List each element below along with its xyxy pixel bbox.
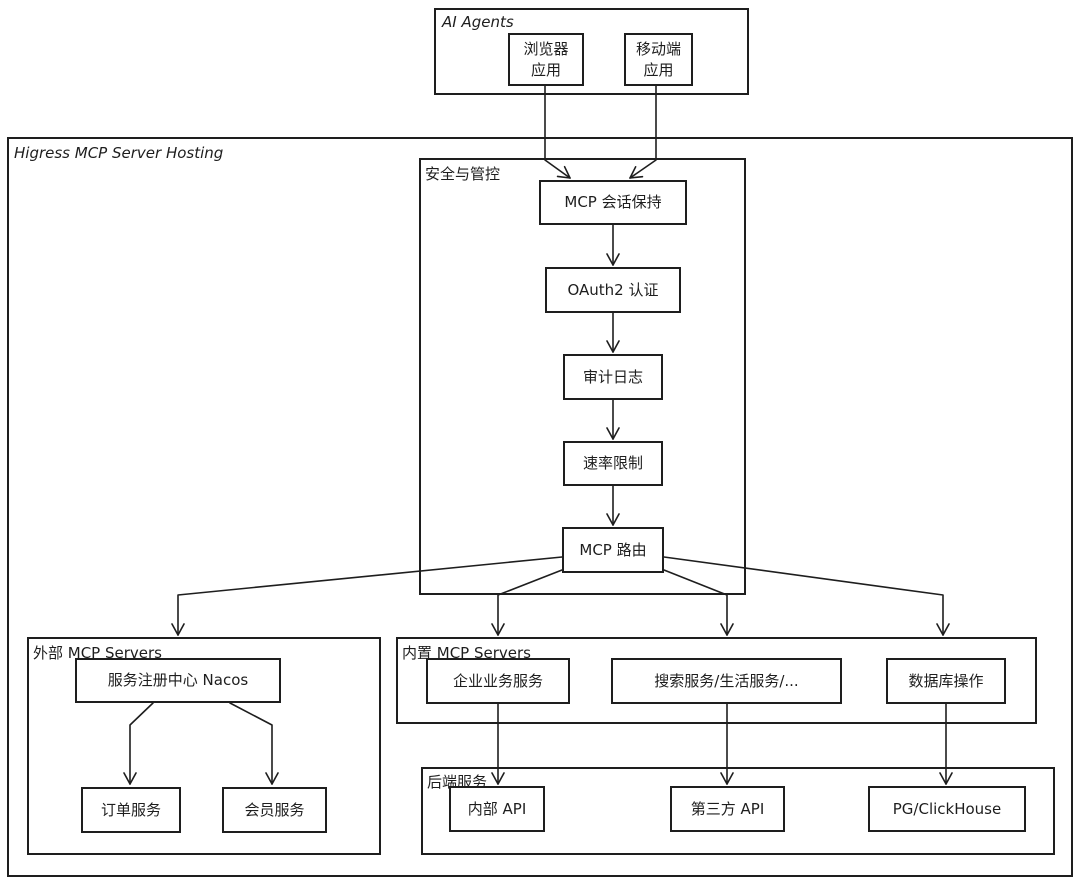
mobile-app-node: 移动端 应用	[624, 33, 693, 86]
db-ops-node: 数据库操作	[886, 658, 1006, 704]
third-party-api-node: 第三方 API	[670, 786, 785, 832]
nacos-label: 服务注册中心 Nacos	[107, 671, 249, 690]
search-service-label: 搜索服务/生活服务/...	[654, 671, 799, 690]
order-service-node: 订单服务	[81, 787, 181, 833]
internal-api-node: 内部 API	[449, 786, 545, 832]
db-ops-label: 数据库操作	[908, 671, 984, 690]
enterprise-service-node: 企业业务服务	[426, 658, 570, 704]
search-service-node: 搜索服务/生活服务/...	[611, 658, 842, 704]
pg-clickhouse-node: PG/ClickHouse	[868, 786, 1026, 832]
builtin-mcp-group-label: 内置 MCP Servers	[402, 644, 532, 662]
hosting-group-label: Higress MCP Server Hosting	[14, 144, 224, 162]
oauth-label: OAuth2 认证	[567, 280, 659, 299]
security-group-label: 安全与管控	[425, 165, 501, 183]
builtin-mcp-group	[396, 637, 1037, 724]
external-mcp-group-label: 外部 MCP Servers	[33, 644, 163, 662]
oauth-node: OAuth2 认证	[545, 267, 681, 313]
rate-limit-label: 速率限制	[582, 454, 643, 473]
security-group	[419, 158, 746, 595]
pg-clickhouse-label: PG/ClickHouse	[892, 799, 1002, 818]
internal-api-label: 内部 API	[467, 799, 527, 818]
ai-agents-group-label: AI Agents	[442, 13, 514, 31]
mcp-router-label: MCP 路由	[579, 540, 647, 559]
mobile-app-label: 移动端 应用	[635, 40, 681, 79]
backend-group	[421, 767, 1055, 855]
browser-app-node: 浏览器 应用	[508, 33, 584, 86]
hosting-group	[7, 137, 1073, 877]
audit-node: 审计日志	[563, 354, 663, 400]
audit-label: 审计日志	[582, 367, 643, 386]
nacos-node: 服务注册中心 Nacos	[75, 658, 281, 703]
member-service-label: 会员服务	[244, 800, 305, 819]
external-mcp-group	[27, 637, 381, 855]
third-party-api-label: 第三方 API	[690, 799, 765, 818]
ai-agents-group	[434, 8, 749, 95]
mcp-session-node: MCP 会话保持	[539, 180, 687, 225]
browser-app-label: 浏览器 应用	[523, 40, 569, 79]
enterprise-service-label: 企业业务服务	[452, 671, 543, 690]
mcp-session-label: MCP 会话保持	[564, 193, 662, 212]
rate-limit-node: 速率限制	[563, 441, 663, 486]
member-service-node: 会员服务	[222, 787, 327, 833]
order-service-label: 订单服务	[100, 800, 161, 819]
mcp-router-node: MCP 路由	[562, 527, 664, 573]
